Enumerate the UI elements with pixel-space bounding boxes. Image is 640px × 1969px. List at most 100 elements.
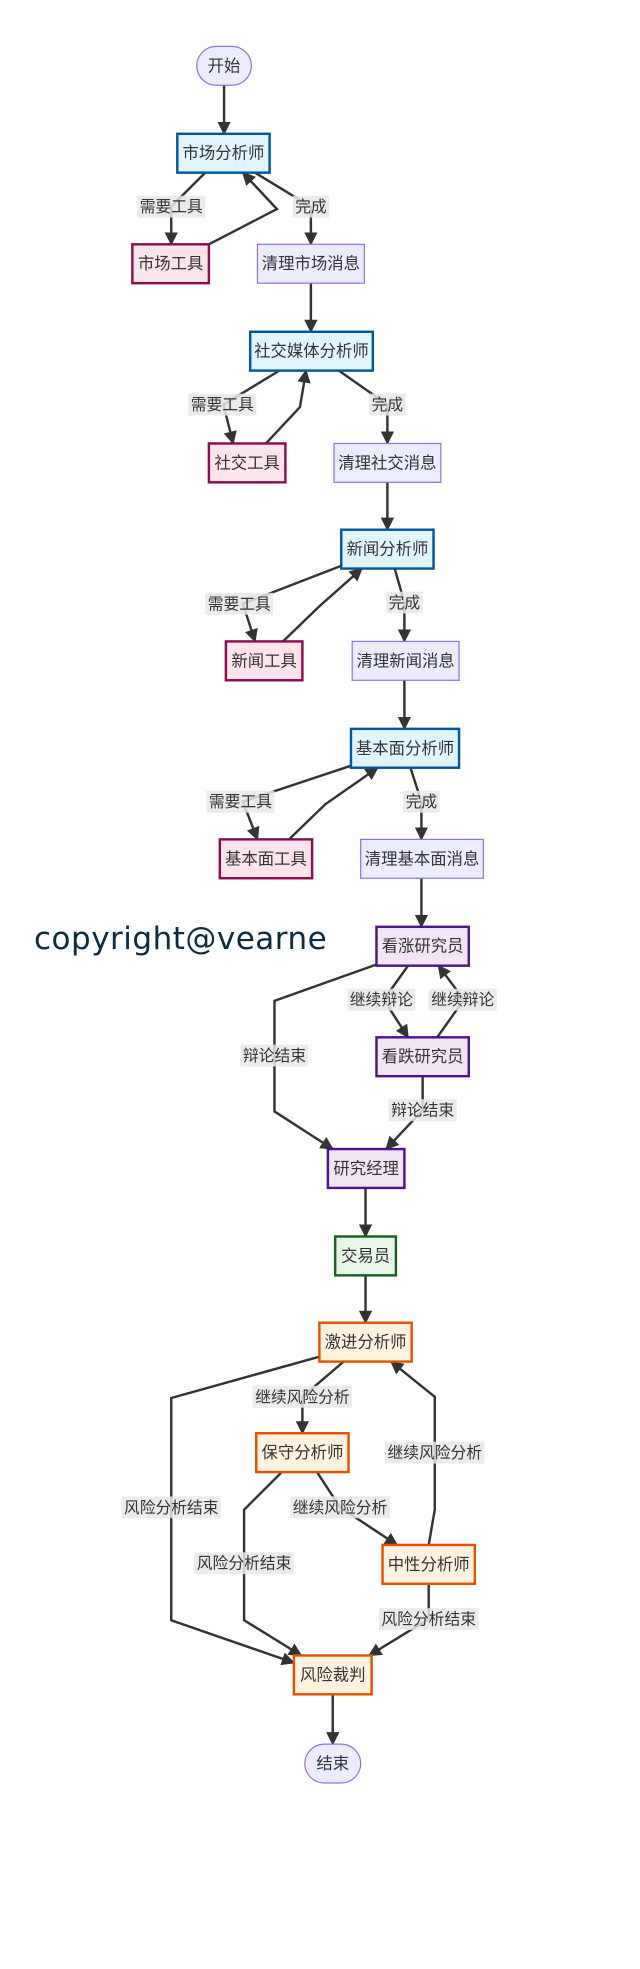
node-trader[interactable]: 交易员 [333,1235,398,1277]
node-box [256,243,365,284]
node-label: 市场分析师 [183,144,265,163]
node-box [349,727,461,769]
edge-label: 需要工具 [208,594,271,613]
node-label: 看涨研究员 [382,937,464,956]
node-risky[interactable]: 激进分析师 [318,1321,413,1363]
edge-label: 辩论结束 [243,1046,306,1065]
node-label: 风险裁判 [300,1665,366,1684]
node-judge[interactable]: 风险裁判 [292,1654,373,1696]
node-box [340,528,435,570]
edge-label-background [403,790,440,813]
edge-label: 风险分析结束 [381,1610,476,1629]
node-box [224,640,304,682]
node-label: 清理新闻消息 [356,651,454,670]
edge-label: 完成 [372,395,404,414]
node-label: 社交工具 [214,453,280,472]
edge-label-background [194,1552,294,1575]
edge-label-background [384,1441,485,1464]
node-label: 激进分析师 [325,1333,407,1352]
node-clear_fund[interactable]: 清理基本面消息 [360,838,484,879]
edge-label-background [137,195,206,218]
node-market_tools[interactable]: 市场工具 [131,243,211,285]
edge-label: 继续风险分析 [255,1387,350,1406]
edge-fund_tools-to-fund_analyst [288,766,379,841]
node-label: 清理社交消息 [338,453,436,472]
node-label: 中性分析师 [388,1555,470,1574]
node-clear_market[interactable]: 清理市场消息 [256,243,365,284]
edge-label-background [240,1044,309,1067]
node-fund_tools[interactable]: 基本面工具 [218,838,314,880]
node-box [304,1743,362,1784]
node-label: 新闻工具 [231,651,297,670]
edge-label: 继续风险分析 [293,1498,388,1517]
node-news_analyst[interactable]: 新闻分析师 [340,528,435,570]
node-neutral[interactable]: 中性分析师 [381,1543,477,1586]
edge-label: 风险分析结束 [197,1554,292,1573]
node-box [207,442,287,484]
edge-label: 继续辩论 [431,990,494,1009]
node-news_tools[interactable]: 新闻工具 [224,640,304,682]
edge-social_tools-to-social_analyst [265,369,311,445]
node-box [196,45,252,86]
node-label: 新闻分析师 [346,540,428,559]
edge-label: 完成 [389,593,421,612]
node-bull[interactable]: 看涨研究员 [375,925,470,967]
copyright-watermark: copyright@vearne [34,921,328,957]
node-label: 市场工具 [138,254,204,273]
edge-label: 需要工具 [191,395,254,414]
node-label: 保守分析师 [261,1443,343,1462]
node-social_analyst[interactable]: 社交媒体分析师 [248,330,375,372]
node-research_manager[interactable]: 研究经理 [326,1147,406,1190]
node-safe[interactable]: 保守分析师 [255,1432,350,1474]
node-box [218,838,314,880]
edge-label-background [121,1496,222,1519]
node-label: 基本面工具 [225,849,307,868]
edge-label: 需要工具 [209,792,272,811]
edge-label-background [205,592,274,615]
edge-label: 辩论结束 [391,1101,454,1120]
edge-label-background [188,393,257,416]
node-label: 社交媒体分析师 [254,342,369,361]
edge-label: 完成 [406,792,438,811]
edge-label-background [206,790,275,813]
node-start[interactable]: 开始 [196,45,252,86]
edge-label-background [369,393,406,416]
edge-label: 继续辩论 [350,990,413,1009]
node-label: 交易员 [341,1246,390,1265]
node-box [360,838,484,879]
edge-label-background [252,1385,353,1408]
edge-label: 继续风险分析 [387,1443,482,1462]
node-clear_social[interactable]: 清理社交消息 [333,442,442,483]
node-box [248,330,375,372]
edge-label-background [386,591,423,614]
node-clear_news[interactable]: 清理新闻消息 [351,640,460,681]
edge-label-background [388,1099,457,1122]
node-bear[interactable]: 看跌研究员 [375,1036,470,1078]
edge-label-background [290,1496,390,1519]
edge-market_tools-to-market_analyst [208,171,279,246]
node-box [351,640,460,681]
node-social_tools[interactable]: 社交工具 [207,442,287,484]
node-market_analyst[interactable]: 市场分析师 [176,132,271,174]
node-box [131,243,211,285]
node-label: 开始 [208,56,241,75]
edge-label-background [378,1608,479,1630]
node-end[interactable]: 结束 [304,1743,362,1784]
node-box [292,1654,373,1696]
node-box [381,1543,477,1586]
node-box [375,1036,470,1078]
node-label: 清理市场消息 [262,254,360,273]
node-fund_analyst[interactable]: 基本面分析师 [349,727,461,769]
node-label: 基本面分析师 [356,739,454,758]
node-box [326,1147,406,1190]
node-box [375,925,470,967]
node-label: 清理基本面消息 [365,849,480,868]
node-box [333,442,442,483]
edge-label-background [292,195,330,218]
node-box [176,132,271,174]
edge-label: 需要工具 [140,197,203,216]
edge-label-background [347,988,416,1011]
edge-label: 完成 [295,197,327,216]
node-label: 结束 [316,1754,349,1773]
